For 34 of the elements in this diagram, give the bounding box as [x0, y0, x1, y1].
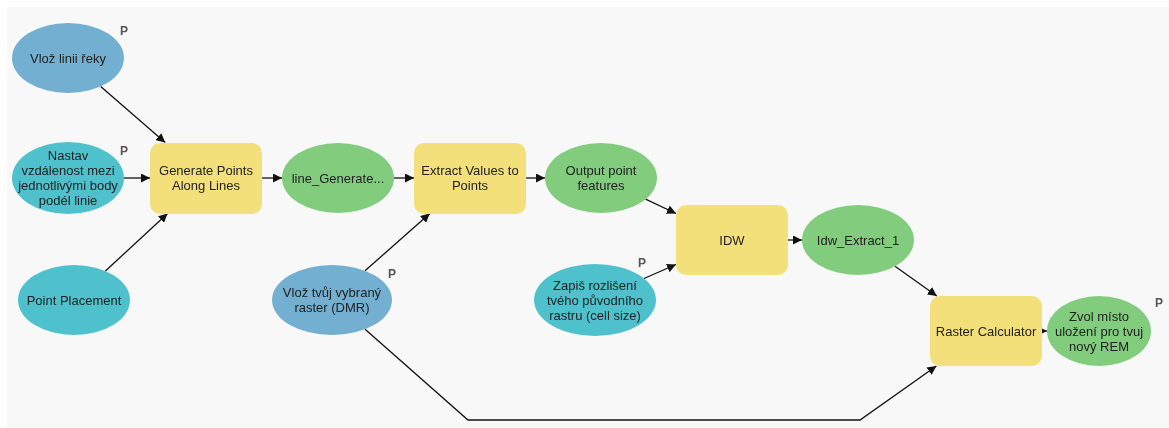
arrow: [364, 212, 431, 272]
arrow: [787, 235, 803, 245]
node-label: Generate Points Along Lines: [158, 163, 254, 193]
parameter-marker: P: [120, 24, 128, 38]
node-label: IDW: [719, 232, 745, 248]
node-label: line_Generate...: [291, 170, 385, 186]
parameter-marker: P: [388, 267, 396, 281]
parameter-marker: P: [1155, 296, 1163, 310]
node-label: Zapiš rozlišení tvého původního rastru (cell size): [545, 277, 645, 323]
node-label: Vlož linii řeky: [30, 50, 106, 66]
parameter-marker: P: [120, 144, 128, 158]
arrow: [104, 212, 169, 272]
arrow: [364, 328, 938, 421]
arrow: [261, 173, 283, 183]
node-label: Vlož tvůj vybraný raster (DMR): [281, 285, 383, 315]
arrow: [525, 173, 546, 183]
parameter-marker: P: [638, 256, 646, 270]
arrow: [393, 173, 415, 183]
arrow: [123, 173, 151, 183]
node-label: Nastav vzdálenost mezi jednotlivými body podél linie: [17, 148, 119, 208]
arrow: [100, 85, 166, 144]
node-label: Output point features: [564, 163, 638, 193]
arrow: [643, 263, 677, 280]
arrow: [894, 265, 938, 297]
tool-box: [414, 142, 526, 214]
tool-box: [676, 205, 788, 275]
node-label: Raster Calculator: [935, 323, 1037, 339]
arrow: [644, 198, 677, 215]
node-label: Point Placement: [26, 292, 122, 308]
node-label: Extract Values to Points: [420, 163, 520, 193]
tool-box: [930, 296, 1042, 366]
node-label: Idw_Extract_1: [816, 232, 900, 248]
tool-box: [150, 142, 262, 214]
node-label: Zvol místo uložení pro tvuj nový REM: [1053, 308, 1145, 354]
